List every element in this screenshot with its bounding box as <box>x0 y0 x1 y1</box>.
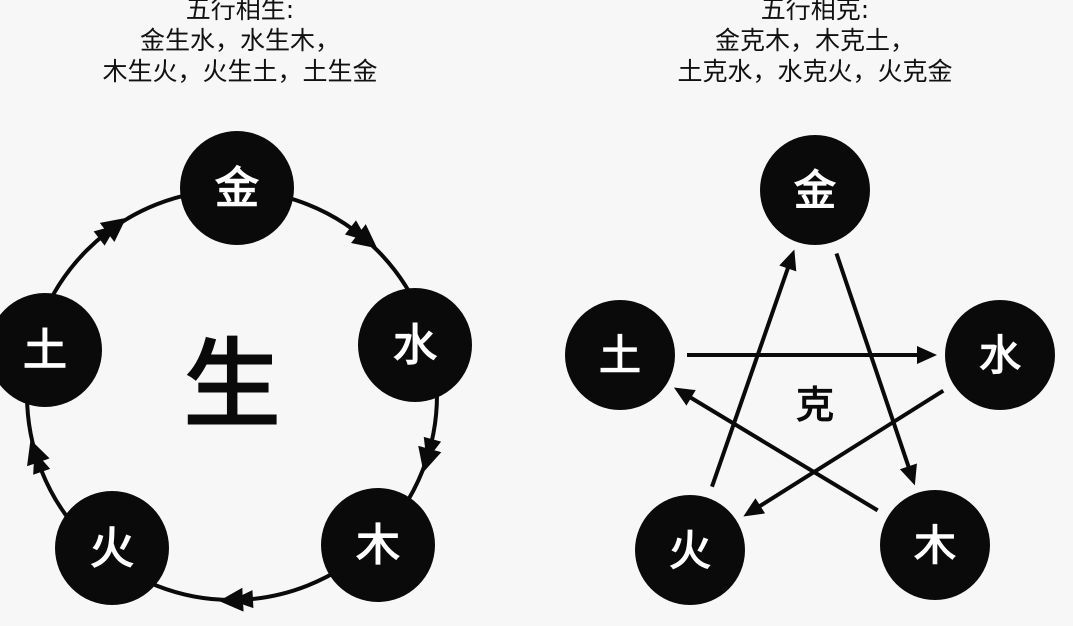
node-wood <box>321 488 435 602</box>
node-wood <box>880 490 990 600</box>
overcome-line <box>710 262 792 488</box>
node-label-water: 水 <box>393 320 438 371</box>
node-fire <box>55 491 169 605</box>
generating-caption: 五行相生: 金生水，水生木， 木生火，火生土，土生金 <box>40 0 440 87</box>
node-metal <box>180 131 294 245</box>
node-label-fire: 火 <box>669 526 711 575</box>
node-label-earth: 土 <box>23 325 67 376</box>
arrowhead <box>33 451 51 475</box>
overcoming-line-2: 土克水，水克火，火克金 <box>677 57 953 86</box>
overcoming-title: 五行相克: <box>760 0 870 24</box>
overcome-line <box>684 393 879 513</box>
arrowhead <box>899 463 917 486</box>
node-label-metal: 金 <box>214 163 260 214</box>
node-label-wood: 木 <box>356 520 400 571</box>
generating-center-label: 生 <box>184 329 280 441</box>
overcoming-star: 金水木 火 土 <box>565 135 1055 605</box>
arrowhead <box>779 249 797 272</box>
overcome-line <box>834 252 913 473</box>
node-water <box>945 300 1055 410</box>
arrowhead <box>673 387 696 406</box>
overcoming-caption: 五行相克: 金克木，木克土， 土克水，水克火，火克金 <box>615 0 1015 87</box>
overcome-line <box>754 388 945 511</box>
node-earth <box>0 293 102 407</box>
generating-line-2: 木生火，火生土，土生金 <box>102 57 378 86</box>
node-label-earth: 土 <box>599 331 641 380</box>
node-label-wood: 木 <box>914 521 956 570</box>
node-fire <box>635 495 745 605</box>
arrowhead <box>230 590 254 609</box>
arrowhead <box>917 346 937 364</box>
node-metal <box>760 135 870 245</box>
arrowhead <box>93 225 117 246</box>
overcoming-line-1: 金克木，木克土， <box>714 26 915 55</box>
generating-line-1: 金生水，水生木， <box>139 26 340 55</box>
node-water <box>358 288 472 402</box>
arrowhead <box>344 220 368 241</box>
node-label-water: 水 <box>979 331 1022 380</box>
generating-cycle: 金水木 火 土 <box>0 131 472 612</box>
generating-title: 五行相生: <box>185 0 295 24</box>
node-earth <box>565 300 675 410</box>
arrowhead <box>423 436 442 461</box>
node-label-fire: 火 <box>90 523 134 574</box>
node-label-metal: 金 <box>793 166 837 215</box>
arrowhead <box>743 498 766 517</box>
overcoming-center-label: 克 <box>796 383 834 427</box>
